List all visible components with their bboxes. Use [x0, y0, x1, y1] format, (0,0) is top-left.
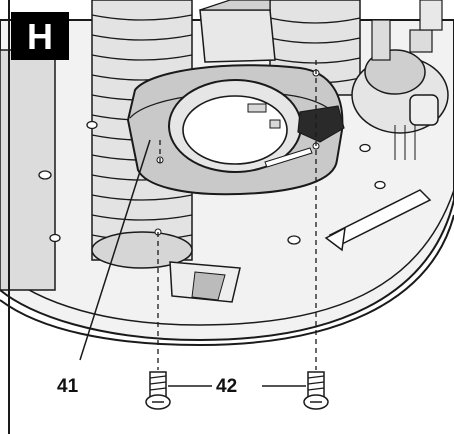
template-guide-adapter-ring	[126, 64, 345, 236]
callout-41-label: 41	[57, 376, 79, 397]
motor-block	[199, 0, 276, 63]
base-slot-arrow	[324, 189, 432, 252]
base-mounting-holes	[38, 120, 386, 245]
callout-41-leader	[79, 139, 151, 361]
lower-slot	[169, 261, 241, 303]
callout-42-label: 42	[216, 376, 237, 397]
alignment-dashed-lines	[157, 60, 317, 370]
panel-letter-badge: H	[11, 12, 69, 60]
screw-left	[145, 371, 171, 410]
screw-right	[303, 371, 329, 410]
panel-letter: H	[27, 16, 53, 57]
depth-stop-turret	[351, 0, 449, 160]
